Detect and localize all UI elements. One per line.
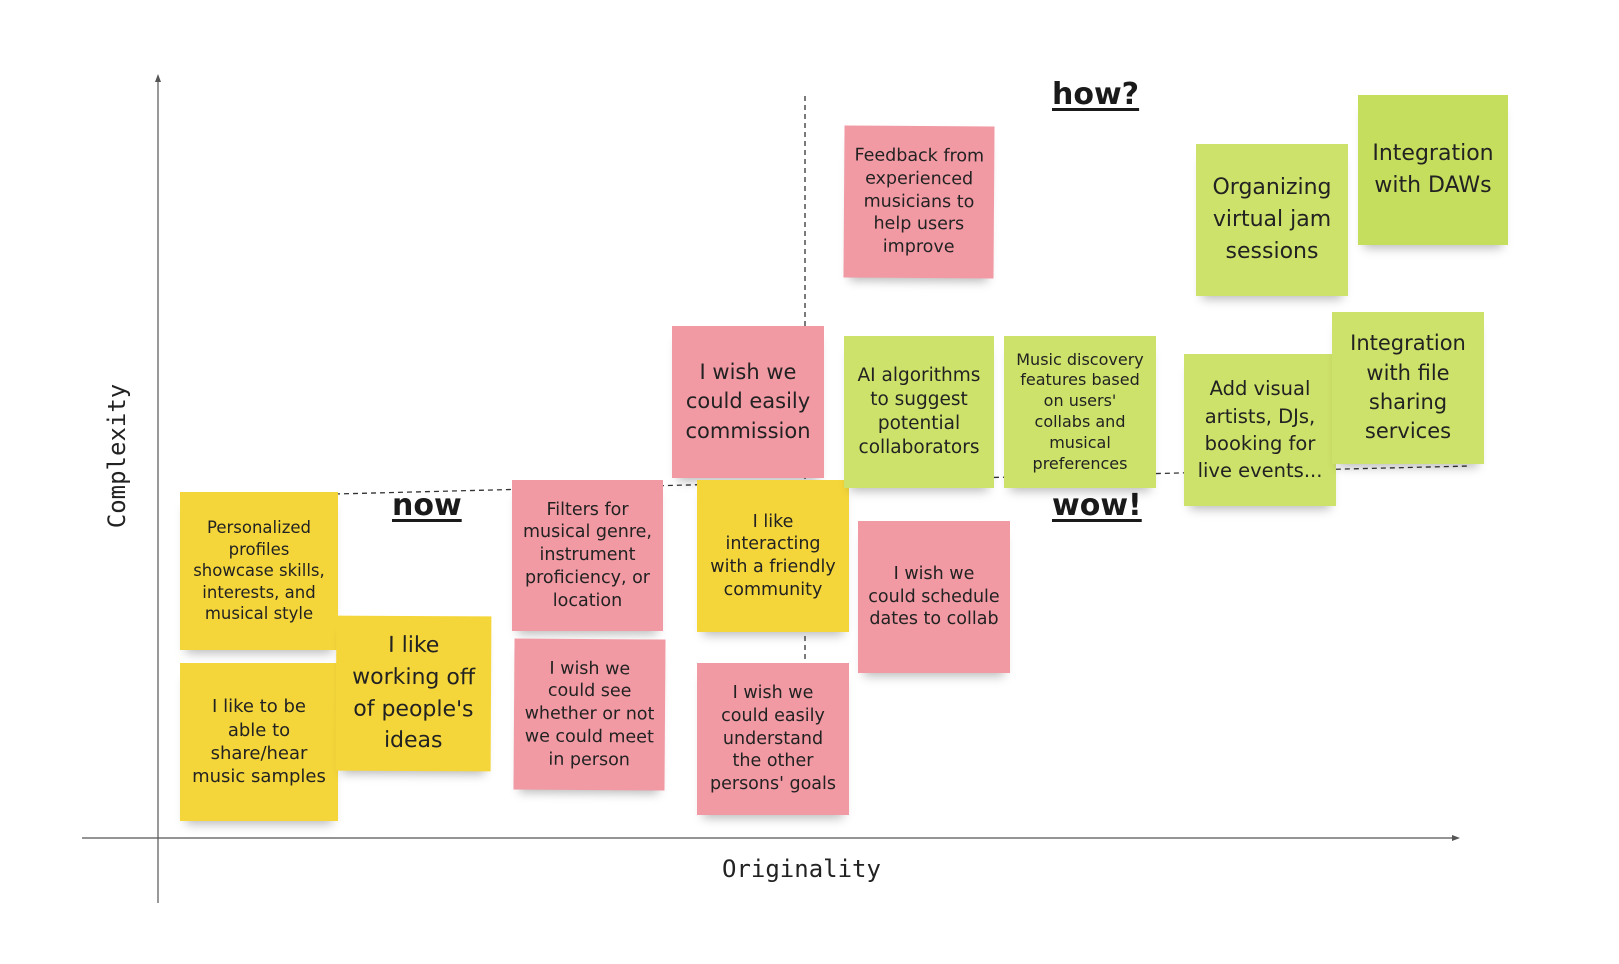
- sticky-note-text: Integration with DAWs: [1372, 141, 1494, 198]
- sticky-note-text: I like to be able to share/hear music sa…: [192, 696, 326, 788]
- sticky-note-text: Add visual artists, DJs, booking for liv…: [1197, 377, 1323, 483]
- sticky-note-text: Personalized profiles showcase skills, i…: [193, 518, 325, 624]
- sticky-note-daws[interactable]: Integration with DAWs: [1358, 95, 1508, 245]
- sticky-note-text: I wish we could easily commission: [685, 359, 811, 443]
- sticky-note-commission[interactable]: I wish we could easily commission: [672, 326, 824, 478]
- sticky-note-text: AI algorithms to suggest potential colla…: [857, 364, 981, 459]
- sticky-note-personalized-profiles[interactable]: Personalized profiles showcase skills, i…: [180, 492, 338, 650]
- sticky-note-music-discovery[interactable]: Music discovery features based on users'…: [1004, 336, 1156, 488]
- x-axis-arrow: [1452, 835, 1460, 841]
- sticky-note-ai-algorithms[interactable]: AI algorithms to suggest potential colla…: [844, 336, 994, 488]
- sticky-note-jam-sessions[interactable]: Organizing virtual jam sessions: [1196, 144, 1348, 296]
- sticky-note-feedback[interactable]: Feedback from experienced musicians to h…: [843, 125, 995, 279]
- sticky-note-text: Organizing virtual jam sessions: [1212, 175, 1332, 264]
- quadrant-label-wow: wow!: [1052, 488, 1142, 523]
- x-axis-label: Originality: [722, 855, 881, 883]
- sticky-note-understand-goals[interactable]: I wish we could easily understand the ot…: [697, 663, 849, 815]
- quadrant-label-how: how?: [1052, 77, 1140, 112]
- sticky-note-text: I like interacting with a friendly commu…: [710, 511, 836, 600]
- sticky-note-text: Music discovery features based on users'…: [1016, 349, 1144, 473]
- sticky-note-text: I wish we could schedule dates to collab: [868, 563, 1000, 630]
- sticky-note-filters[interactable]: Filters for musical genre, instrument pr…: [512, 480, 663, 631]
- quadrant-label-now: now: [392, 488, 462, 523]
- y-axis-arrow: [155, 74, 161, 82]
- sticky-note-working-off-ideas[interactable]: I like working off of people's ideas: [335, 615, 492, 772]
- sticky-note-text: Filters for musical genre, instrument pr…: [523, 499, 652, 611]
- y-axis-label: Complexity: [103, 383, 131, 529]
- sticky-note-meet-in-person[interactable]: I wish we could see whether or not we co…: [513, 638, 666, 791]
- sticky-note-text: Feedback from experienced musicians to h…: [854, 145, 985, 258]
- sticky-note-share-hear-samples[interactable]: I like to be able to share/hear music sa…: [180, 663, 338, 821]
- sticky-note-text: I wish we could easily understand the ot…: [710, 683, 836, 795]
- sticky-note-text: I like working off of people's ideas: [352, 632, 476, 754]
- sticky-note-text: I wish we could see whether or not we co…: [524, 658, 655, 770]
- sticky-note-visual-artists[interactable]: Add visual artists, DJs, booking for liv…: [1184, 354, 1336, 506]
- sticky-note-text: Integration with file sharing services: [1350, 331, 1466, 444]
- sticky-note-file-sharing[interactable]: Integration with file sharing services: [1332, 312, 1484, 464]
- sticky-note-schedule-dates[interactable]: I wish we could schedule dates to collab: [858, 521, 1010, 673]
- sticky-note-friendly-community[interactable]: I like interacting with a friendly commu…: [697, 480, 849, 632]
